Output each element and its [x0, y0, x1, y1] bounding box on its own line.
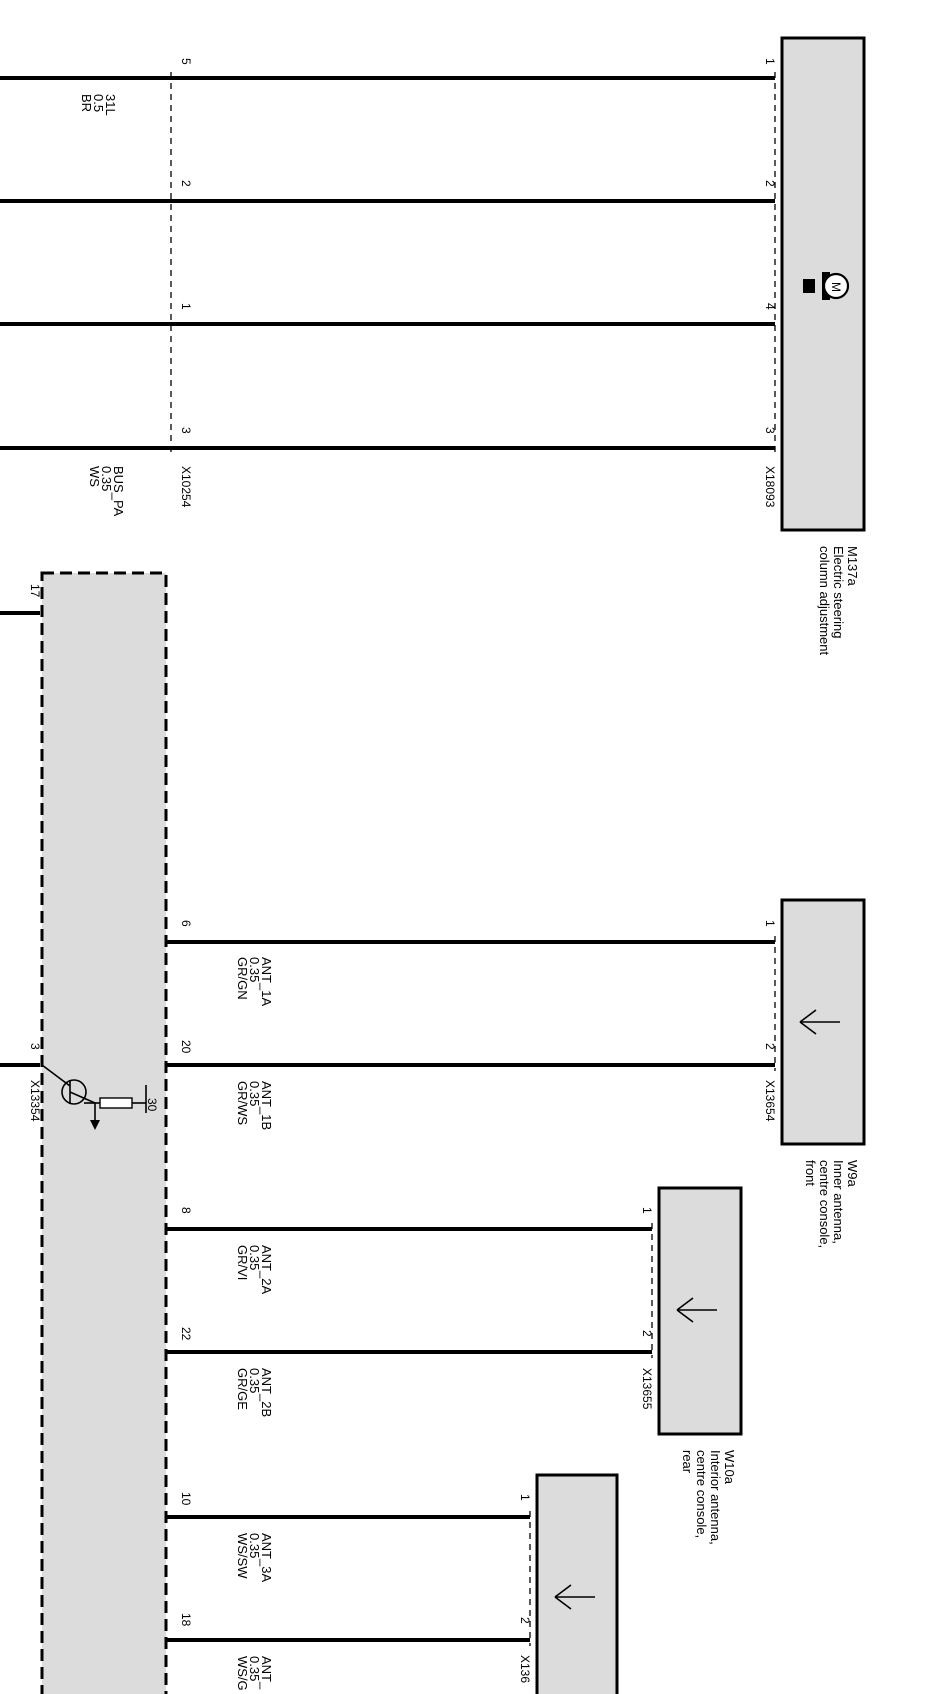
svg-text:Electric steering: Electric steering [831, 546, 846, 638]
svg-text:rear: rear [680, 1450, 695, 1474]
svg-text:6: 6 [179, 920, 193, 927]
svg-text:centre console,: centre console, [694, 1450, 709, 1538]
connector-x13655-label: X13655 [640, 1368, 654, 1410]
svg-text:2: 2 [518, 1617, 532, 1624]
svg-text:Interior antenna,: Interior antenna, [708, 1450, 723, 1545]
svg-text:M: M [829, 282, 843, 292]
connector-x13654-label: X13654 [763, 1080, 777, 1122]
svg-text:ANT_1A: ANT_1A [259, 957, 274, 1006]
svg-text:0.35: 0.35 [247, 1533, 262, 1558]
wire-group-antennas [166, 940, 775, 1642]
svg-text:1: 1 [640, 1207, 654, 1214]
svg-text:ANT_2A: ANT_2A [259, 1245, 274, 1294]
wire-label-ant-2b: ANT_2B 0.35 GR/GE [235, 1368, 274, 1417]
svg-text:BR: BR [79, 94, 94, 112]
svg-text:ANT_2B: ANT_2B [259, 1368, 274, 1417]
svg-text:2: 2 [640, 1330, 654, 1337]
antenna-icon [554, 1584, 595, 1610]
connector-x10254-label: X10254 [179, 466, 193, 508]
connector-x10254-pins: 5 2 1 3 [179, 58, 193, 434]
pin-label: 1 [179, 303, 193, 310]
svg-text:GR/VI: GR/VI [235, 1245, 250, 1280]
connector-x136-label: X136 [518, 1655, 532, 1683]
svg-text:3: 3 [763, 427, 777, 434]
pin-label: 5 [179, 58, 193, 65]
pin-label: 3 [28, 1043, 42, 1050]
svg-text:column adjustment: column adjustment [817, 546, 832, 655]
svg-text:0.35: 0.35 [247, 1245, 262, 1270]
antenna-icon [799, 1009, 840, 1035]
svg-text:WS/G: WS/G [235, 1656, 250, 1691]
svg-text:8: 8 [179, 1207, 193, 1214]
svg-text:W10a: W10a [722, 1450, 737, 1485]
svg-text:0.35: 0.35 [247, 957, 262, 982]
pin-label: 3 [179, 427, 193, 434]
svg-text:1: 1 [763, 920, 777, 927]
svg-text:0.35: 0.35 [247, 1081, 262, 1106]
component-w10a-label: W10a Interior antenna, centre console, r… [680, 1450, 737, 1545]
wire-label-ant-1b: ANT_1B 0.35 GR/WS [235, 1081, 274, 1130]
motor-icon: M [803, 272, 850, 300]
wire-label-ant-3b: ANT_ 0.35 WS/G [235, 1656, 274, 1691]
wire-label-ant-3a: ANT_3A 0.35 WS/SW [235, 1533, 274, 1582]
svg-text:WS/SW: WS/SW [235, 1533, 250, 1579]
wire-label-ant-2a: ANT_2A 0.35 GR/VI [235, 1245, 274, 1294]
svg-text:W9a: W9a [845, 1160, 860, 1188]
svg-text:GR/WS: GR/WS [235, 1081, 250, 1125]
svg-text:ANT_1B: ANT_1B [259, 1081, 274, 1130]
svg-text:10: 10 [179, 1492, 193, 1506]
svg-text:M137a: M137a [845, 546, 860, 587]
svg-text:GR/GN: GR/GN [235, 957, 250, 1000]
svg-text:2: 2 [763, 1043, 777, 1050]
component-w9a-label: W9a Inner antenna, centre console, front [803, 1160, 860, 1248]
svg-text:ANT_: ANT_ [259, 1656, 274, 1690]
wire-group-steering [0, 76, 775, 450]
pin-label: 2 [179, 180, 193, 187]
pin-label: 17 [28, 584, 42, 598]
transistor-icon [41, 1064, 147, 1130]
svg-text:centre console,: centre console, [817, 1160, 832, 1248]
svg-text:31L: 31L [103, 94, 118, 116]
svg-text:18: 18 [179, 1613, 193, 1627]
svg-text:0.35: 0.35 [247, 1368, 262, 1393]
svg-text:Inner antenna,: Inner antenna, [831, 1160, 846, 1244]
svg-text:1: 1 [518, 1494, 532, 1501]
svg-text:0.5: 0.5 [91, 94, 106, 112]
svg-text:2: 2 [763, 180, 777, 187]
module-pins: 6 20 8 22 10 18 [179, 920, 193, 1627]
wire-label-bus-pa: BUS_PA 0.35 WS [87, 466, 126, 517]
svg-text:4: 4 [763, 303, 777, 310]
component-m137a-label: M137a Electric steering column adjustmen… [817, 546, 860, 655]
svg-text:GR/GE: GR/GE [235, 1368, 250, 1410]
wire-label-ant-1a: ANT_1A 0.35 GR/GN [235, 957, 274, 1006]
svg-text:BUS_PA: BUS_PA [111, 466, 126, 517]
component-antenna-3[interactable] [535, 1473, 619, 1694]
svg-text:20: 20 [179, 1040, 193, 1054]
svg-text:front: front [803, 1160, 818, 1186]
svg-text:0.35: 0.35 [99, 466, 114, 491]
component-w10a[interactable] [657, 1186, 743, 1436]
antenna-icon [676, 1297, 717, 1323]
connector-x18093-label: X18093 [763, 466, 777, 508]
svg-text:1: 1 [763, 58, 777, 65]
connector-x18093-pins: 1 2 4 3 [763, 58, 777, 434]
terminal-30-label: 30 [145, 1098, 159, 1112]
wire-label-31l: 31L 0.5 BR [79, 94, 118, 116]
svg-text:0.35: 0.35 [247, 1656, 262, 1681]
connector-x13354-label: X13354 [28, 1080, 42, 1122]
control-module-box[interactable] [40, 571, 168, 1694]
svg-text:ANT_3A: ANT_3A [259, 1533, 274, 1582]
svg-text:22: 22 [179, 1327, 193, 1341]
svg-text:WS: WS [87, 466, 102, 487]
